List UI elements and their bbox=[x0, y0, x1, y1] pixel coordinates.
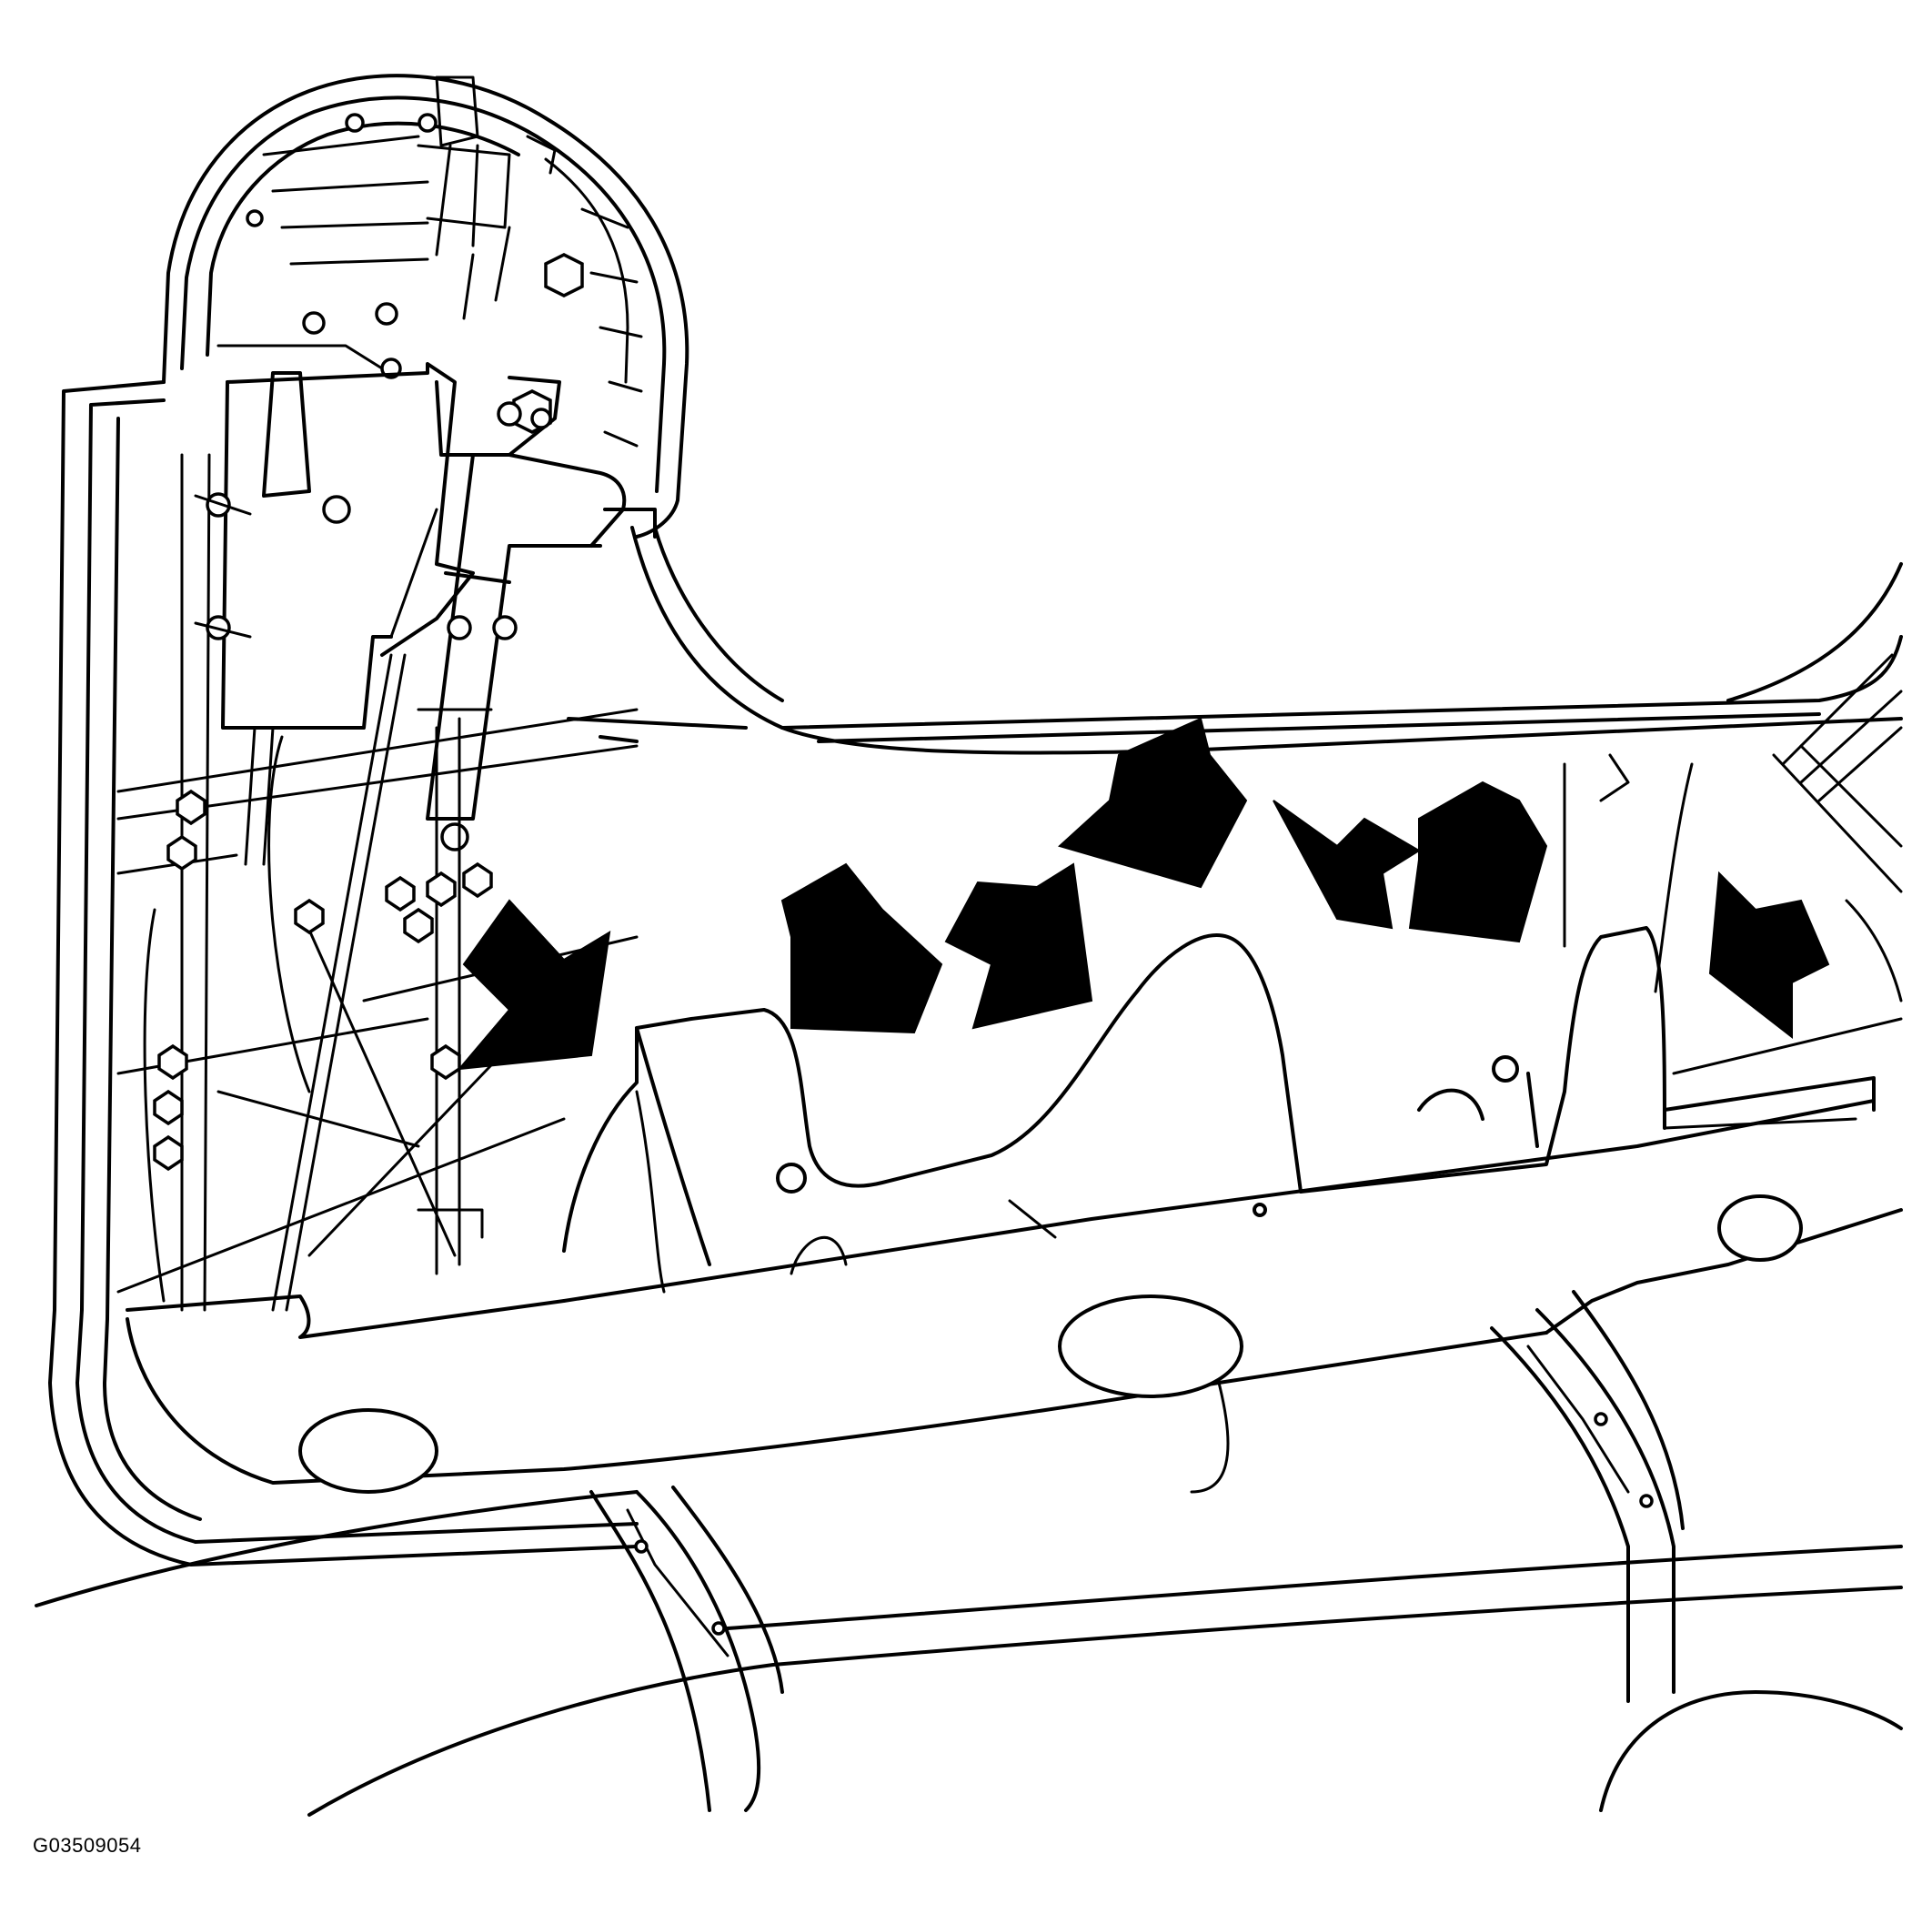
left-lattice bbox=[116, 453, 666, 1312]
right-lattice bbox=[1563, 653, 1903, 1075]
door-panel-line-drawing bbox=[35, 74, 1903, 1817]
callout-arrow bbox=[457, 899, 611, 1071]
callout-arrow bbox=[1708, 871, 1830, 1040]
callout-arrow bbox=[780, 862, 943, 1034]
callout-arrow bbox=[944, 862, 1093, 1030]
callout-arrow bbox=[1058, 717, 1248, 889]
mirror-housing bbox=[162, 74, 689, 539]
callout-arrow bbox=[1273, 800, 1421, 930]
window-frame-rails bbox=[567, 526, 1903, 755]
callout-arrow bbox=[1408, 781, 1548, 943]
door-outer-frame bbox=[48, 380, 639, 1566]
support-straps bbox=[589, 1290, 1685, 1812]
callout-arrows bbox=[457, 717, 1830, 1071]
figure-id-label: G03509054 bbox=[33, 1834, 142, 1857]
regulator-bracket bbox=[221, 362, 657, 851]
lower-door-body bbox=[126, 926, 1903, 1494]
ground-lines bbox=[35, 1490, 1903, 1817]
